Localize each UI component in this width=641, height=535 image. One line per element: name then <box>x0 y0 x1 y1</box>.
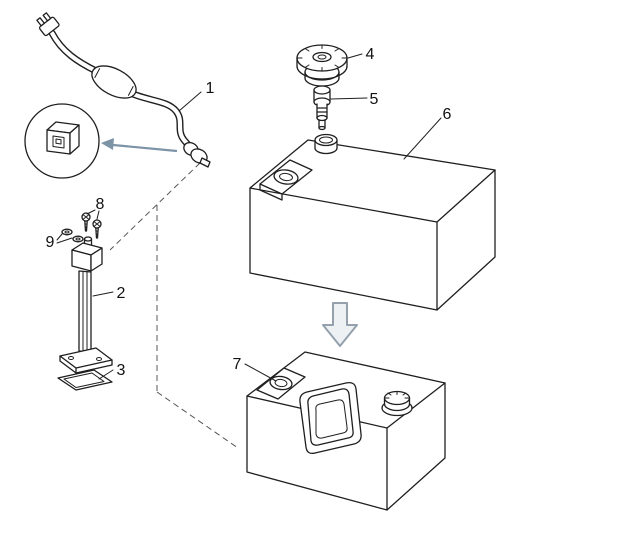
part-label-2: 2 <box>117 285 126 302</box>
fuel-tank-lower <box>246 351 446 511</box>
screw <box>92 219 102 239</box>
gasket <box>57 369 113 391</box>
leader-line-2 <box>92 291 114 297</box>
part-labels: 1 2 3 4 5 6 7 8 9 <box>46 46 452 379</box>
part-label-3: 3 <box>117 362 126 379</box>
cap-knurling <box>296 44 348 72</box>
leader-line-8 <box>86 209 100 220</box>
leader-line-3 <box>98 369 114 380</box>
part-label-5: 5 <box>370 91 379 108</box>
part-label-9: 9 <box>46 234 55 251</box>
leader-line-6 <box>403 117 442 160</box>
part-label-4: 4 <box>366 46 375 63</box>
leader-line-7 <box>244 363 277 382</box>
quick-connector <box>183 141 211 168</box>
screw <box>81 212 91 232</box>
fuel-tank-upper <box>249 133 496 311</box>
leader-lines <box>56 53 442 382</box>
screws <box>81 212 102 239</box>
connector-detail-circle <box>24 103 100 179</box>
leader-line-5 <box>330 97 368 100</box>
leader-line-1 <box>178 91 202 112</box>
pickup-tube-assembly <box>59 236 113 374</box>
primer-bulb <box>91 65 137 99</box>
pickup-flange <box>59 347 113 374</box>
fuel-cap <box>296 44 348 87</box>
filler-neck <box>314 133 338 155</box>
leader-line-4 <box>347 53 363 59</box>
hose-end-plug <box>36 12 60 37</box>
pickup-nipple <box>83 236 93 248</box>
part-label-8: 8 <box>96 196 105 213</box>
part-label-7: 7 <box>233 356 242 373</box>
handle-recess <box>299 381 362 455</box>
gauge-recess-upper <box>259 159 313 201</box>
installed-cap <box>381 390 413 417</box>
washers <box>61 228 84 243</box>
part-label-6: 6 <box>443 106 452 123</box>
part-label-1: 1 <box>206 80 215 97</box>
leader-line-9 <box>56 233 73 244</box>
assemble-down-arrow <box>322 302 358 347</box>
detail-zoom-arrow <box>101 138 178 153</box>
fuel-line-assembly <box>36 12 211 168</box>
assembly-alignment-dashes <box>109 162 239 449</box>
cap-gauge-stem <box>313 85 331 131</box>
gauge-recess-lower <box>256 367 306 400</box>
